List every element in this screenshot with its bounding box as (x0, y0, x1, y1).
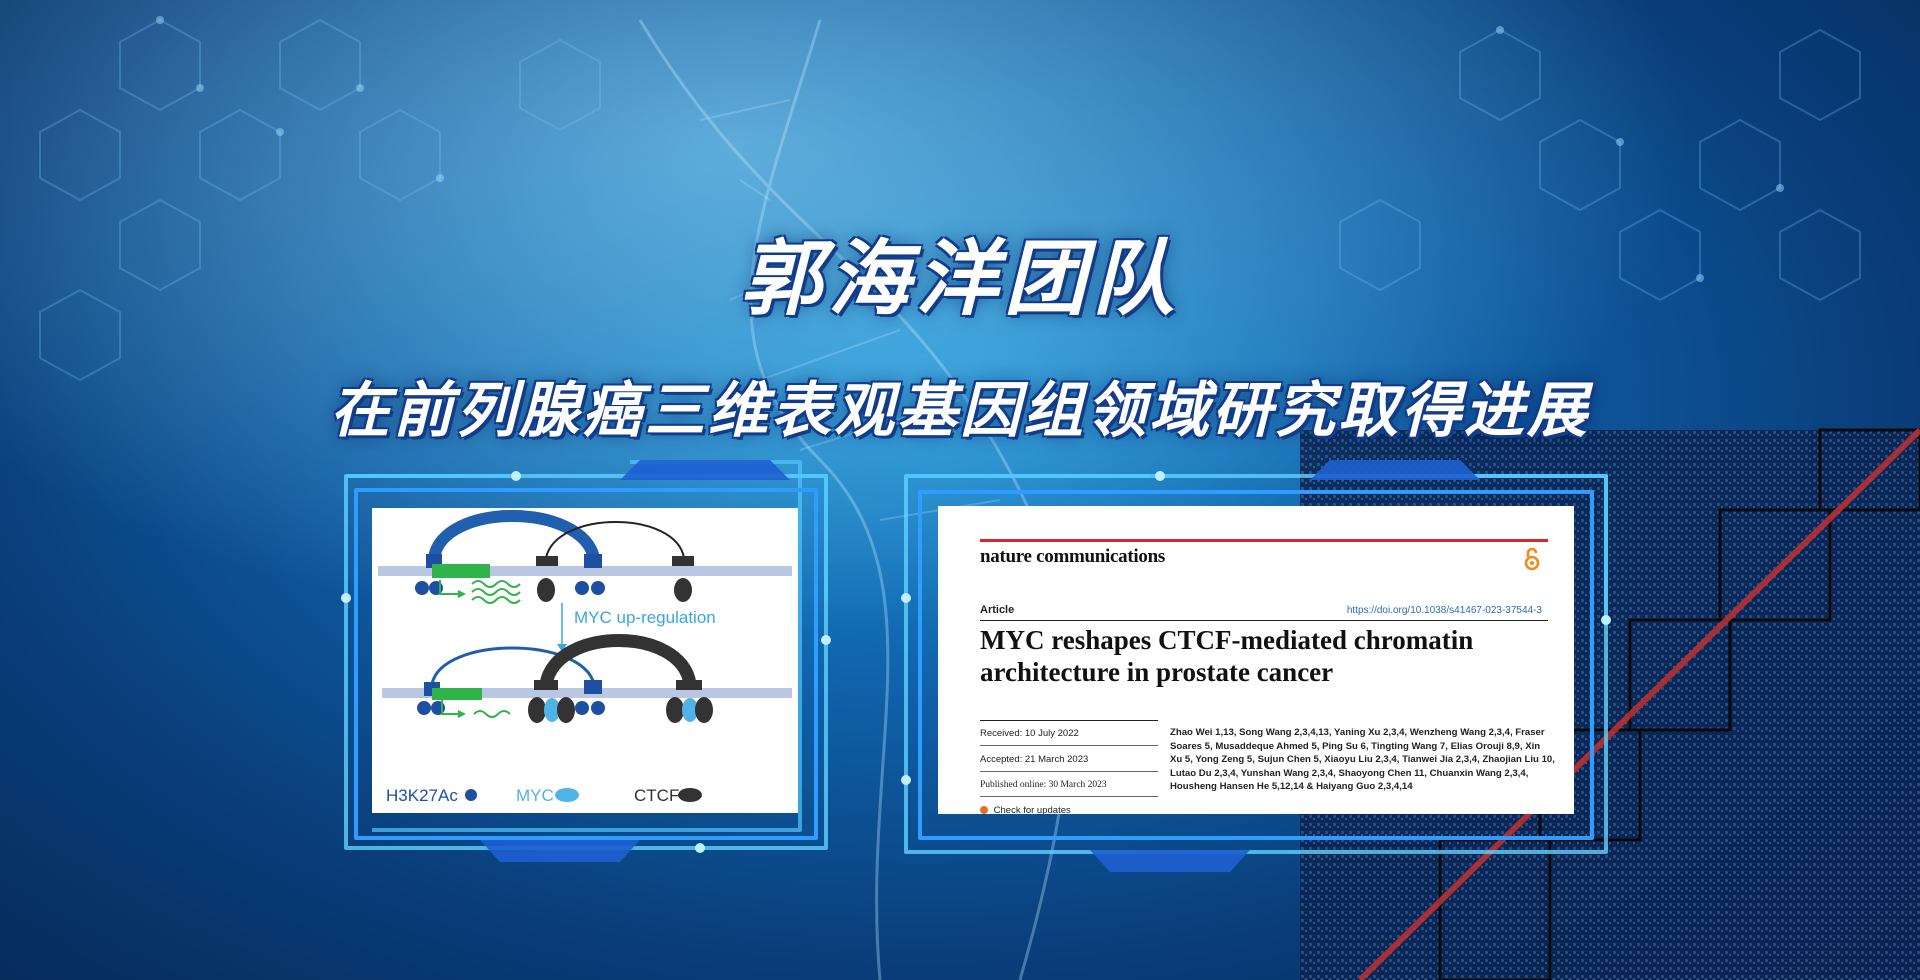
legend-h3k27ac: H3K27Ac (386, 786, 458, 805)
journal-header-rule (980, 539, 1548, 542)
publication-dates: Received: 10 July 2022 Accepted: 21 Marc… (980, 724, 1158, 814)
journal-name: nature communications (980, 546, 1165, 567)
banner-subtitle: 在前列腺癌三维表观基因组领域研究取得进展 (330, 376, 1590, 446)
dates-divider (980, 720, 1158, 721)
check-updates-icon (980, 806, 988, 814)
check-updates-label: Check for updates (993, 805, 1071, 814)
received-date: Received: 10 July 2022 (980, 724, 1158, 746)
published-date: Published online: 30 March 2023 (980, 776, 1158, 797)
accepted-date: Accepted: 21 March 2023 (980, 750, 1158, 772)
author-list: Zhao Wei 1,13, Song Wang 2,3,4,13, Yanin… (1170, 727, 1555, 792)
open-access-icon (1524, 547, 1540, 571)
paper-title: MYC reshapes CTCF-mediated chromatin arc… (980, 625, 1474, 687)
myc-upregulation-label: MYC up-regulation (574, 608, 716, 627)
banner-title: 郭海洋团队 (740, 232, 1180, 327)
article-type: Article (980, 604, 1015, 616)
doi-link[interactable]: https://doi.org/10.1038/s41467-023-37544… (1346, 605, 1542, 616)
chromatin-loop-diagram (378, 510, 792, 802)
myc-ctcf-schematic-panel: MYC up-regulation H3K27Ac MYC CTCF (372, 508, 798, 813)
legend-ctcf: CTCF (634, 786, 680, 805)
paper-front-page-panel: nature communications Article https://do… (938, 506, 1574, 814)
title-divider (980, 620, 1548, 621)
check-updates-link[interactable]: Check for updates (980, 801, 1158, 814)
legend-myc: MYC (516, 786, 554, 805)
